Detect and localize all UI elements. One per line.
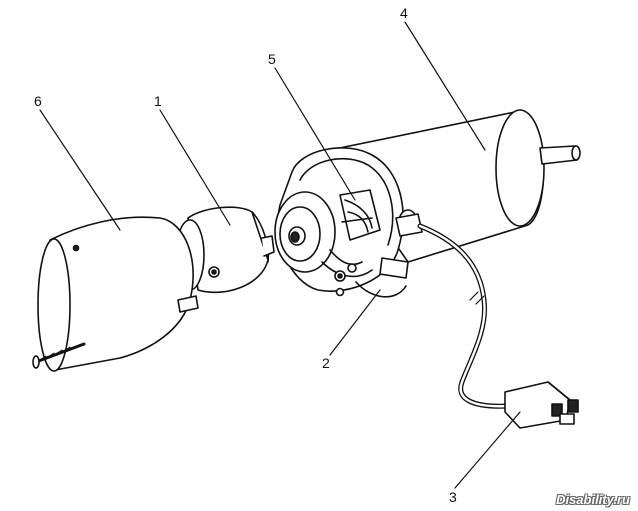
label-connector: 3: [449, 489, 457, 505]
label-terminal: 2: [322, 355, 330, 371]
end-cover: [32, 216, 199, 372]
leader-lines: [39, 21, 521, 489]
label-brush-holder: 1: [154, 93, 162, 109]
label-motor-body: 4: [400, 5, 408, 21]
label-brush-lead: 5: [268, 51, 276, 67]
cable-and-plug: [417, 223, 579, 429]
label-cover: 6: [34, 93, 42, 109]
watermark-logo: Disability.ru: [556, 492, 630, 507]
end-plate-assembly: [274, 147, 423, 298]
